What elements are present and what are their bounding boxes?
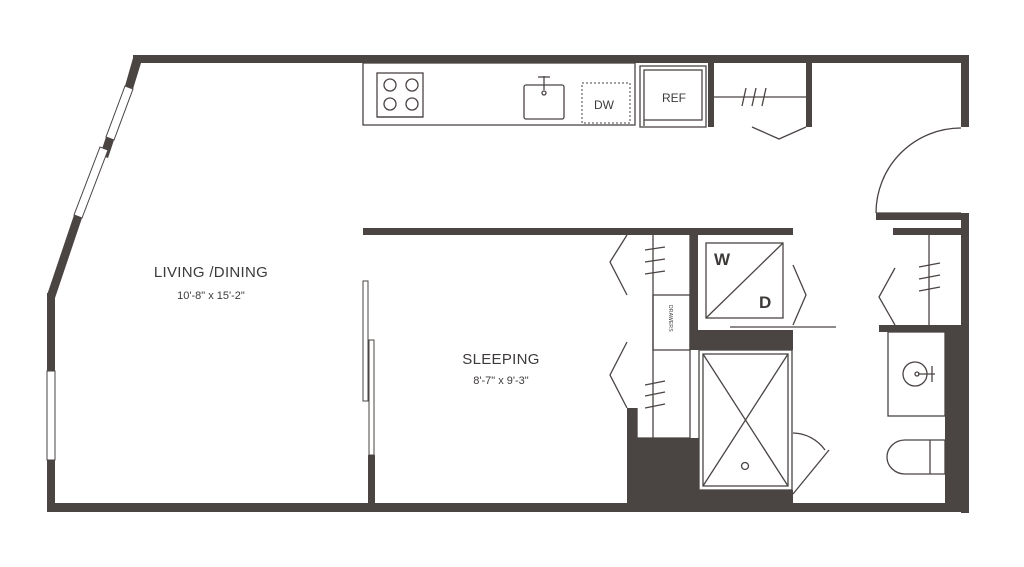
refrigerator-label: REF [662,91,686,105]
sleeping-closet: DRAWERS [609,234,691,439]
entry-door [875,127,962,214]
kitchen-sink [523,76,565,120]
kitchen-counter: DW [362,62,636,126]
interior-walls [363,213,969,510]
refrigerator: REF [639,65,707,128]
range-cooktop [376,72,424,118]
toilet [886,439,946,475]
sliding-door [362,280,375,456]
living-dining-dims: 10'-8" x 15'-2" [177,290,245,302]
dishwasher: DW [581,82,631,124]
room-labels: LIVING /DINING 10'-8" x 15'-2" SLEEPING … [154,264,540,387]
dryer-label: D [759,293,771,312]
sleeping-name: SLEEPING [462,351,539,368]
washer-dryer: W D [705,242,836,328]
exterior-walls [47,55,969,513]
shower [698,349,793,491]
vanity-sink [887,331,946,417]
living-dining-name: LIVING /DINING [154,264,268,281]
windows [46,85,134,461]
washer-label: W [714,250,731,269]
entry-closet [878,235,941,326]
bathroom-door [792,432,830,495]
top-closet [708,63,812,140]
dishwasher-label: DW [594,98,615,112]
sleeping-dims: 8'-7" x 9'-3" [473,375,529,387]
drawers-label: DRAWERS [667,305,673,332]
